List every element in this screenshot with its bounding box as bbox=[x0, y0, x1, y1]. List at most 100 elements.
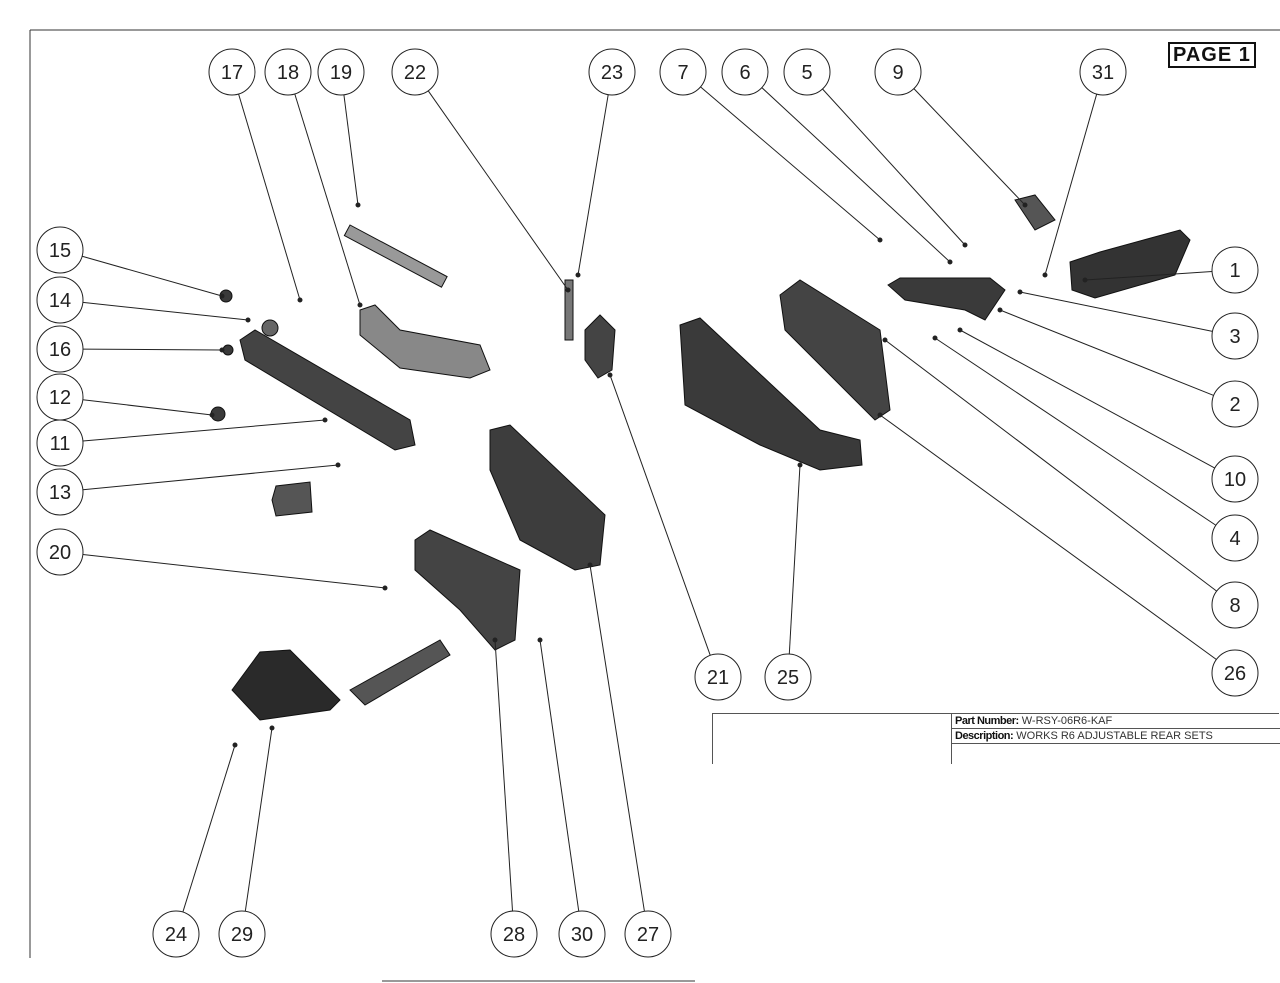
balloon-number: 15 bbox=[49, 240, 71, 262]
leader-line-10 bbox=[959, 329, 1216, 469]
balloon-number: 12 bbox=[49, 387, 71, 409]
leader-line-4 bbox=[934, 337, 1217, 526]
balloon-number: 23 bbox=[601, 62, 623, 84]
balloon-2: 2 bbox=[1211, 380, 1259, 428]
shift-lever-part-11 bbox=[239, 329, 416, 451]
balloon-24: 24 bbox=[152, 910, 200, 958]
balloon-number: 6 bbox=[739, 62, 750, 84]
balloon-20: 20 bbox=[36, 528, 84, 576]
balloon-number: 19 bbox=[330, 62, 352, 84]
part-number-label: Part Number: bbox=[955, 715, 1019, 727]
leader-arrow-2 bbox=[997, 307, 1003, 313]
balloon-number: 20 bbox=[49, 542, 71, 564]
balloon-number: 2 bbox=[1229, 394, 1240, 416]
balloon-28: 28 bbox=[490, 910, 538, 958]
leader-arrow-21 bbox=[607, 372, 613, 378]
balloon-circle bbox=[874, 48, 922, 96]
balloon-number: 29 bbox=[231, 924, 253, 946]
page-label: PAGE 1 bbox=[1168, 42, 1256, 68]
balloon-circle bbox=[391, 48, 439, 96]
leader-arrow-28 bbox=[492, 637, 498, 643]
balloon-number: 9 bbox=[892, 62, 903, 84]
balloon-number: 26 bbox=[1224, 663, 1246, 685]
balloon-number: 25 bbox=[777, 667, 799, 689]
balloon-13: 13 bbox=[36, 468, 84, 516]
balloon-number: 21 bbox=[707, 667, 729, 689]
leader-line-24 bbox=[182, 744, 236, 913]
balloon-7: 7 bbox=[659, 48, 707, 96]
balloon-number: 11 bbox=[50, 433, 71, 455]
balloon-number: 24 bbox=[165, 924, 187, 946]
leader-line-19 bbox=[343, 94, 359, 206]
leader-arrow-23 bbox=[575, 272, 581, 278]
leader-arrow-14 bbox=[245, 317, 251, 323]
balloon-circle bbox=[36, 226, 84, 274]
leader-arrow-25 bbox=[797, 462, 803, 468]
balloon-circle bbox=[624, 910, 672, 958]
balloon-circle bbox=[208, 48, 256, 96]
leader-line-21 bbox=[609, 374, 711, 656]
balloon-number: 5 bbox=[801, 62, 812, 84]
leader-arrow-30 bbox=[537, 637, 543, 643]
leader-arrow-17 bbox=[297, 297, 303, 303]
footpeg-rubber bbox=[349, 639, 451, 706]
leader-line-3 bbox=[1019, 291, 1213, 332]
rod-end-part-22 bbox=[564, 279, 574, 341]
balloon-19: 19 bbox=[317, 48, 365, 96]
balloon-3: 3 bbox=[1211, 312, 1259, 360]
balloon-circle bbox=[36, 528, 84, 576]
leader-arrow-31 bbox=[1042, 272, 1048, 278]
balloon-1: 1 bbox=[1211, 246, 1259, 294]
footpeg-part-1 bbox=[1069, 229, 1191, 299]
leader-arrow-10 bbox=[957, 327, 963, 333]
balloon-number: 1 bbox=[1229, 260, 1240, 282]
leader-arrow-9 bbox=[1022, 202, 1028, 208]
balloon-5: 5 bbox=[783, 48, 831, 96]
leader-line-5 bbox=[822, 88, 966, 246]
leader-line-28 bbox=[494, 639, 514, 912]
balloon-22: 22 bbox=[391, 48, 439, 96]
pivot-bolt-part-19 bbox=[343, 224, 448, 288]
leader-line-22 bbox=[427, 90, 569, 291]
washer-part-14 bbox=[261, 319, 279, 337]
leader-line-14 bbox=[82, 301, 249, 321]
leader-arrow-3 bbox=[1017, 289, 1023, 295]
balloon-circle bbox=[36, 325, 84, 373]
balloon-circle bbox=[36, 276, 84, 324]
leader-arrow-27 bbox=[587, 562, 593, 568]
leader-line-15 bbox=[81, 255, 223, 297]
leader-line-11 bbox=[82, 419, 326, 442]
balloon-circle bbox=[721, 48, 769, 96]
leader-arrow-13 bbox=[335, 462, 341, 468]
balloon-number: 30 bbox=[571, 924, 593, 946]
balloon-17: 17 bbox=[208, 48, 256, 96]
balloon-circle bbox=[1211, 514, 1259, 562]
balloon-number: 4 bbox=[1229, 528, 1240, 550]
leader-arrow-6 bbox=[947, 259, 953, 265]
balloon-number: 13 bbox=[49, 482, 71, 504]
balloon-10: 10 bbox=[1211, 455, 1259, 503]
leader-arrow-16 bbox=[219, 347, 225, 353]
balloon-circle bbox=[694, 653, 742, 701]
leader-arrow-15 bbox=[219, 293, 225, 299]
leader-line-1 bbox=[1084, 271, 1213, 281]
balloon-circle bbox=[317, 48, 365, 96]
balloon-29: 29 bbox=[218, 910, 266, 958]
hanger-part-28 bbox=[414, 529, 521, 651]
balloon-number: 17 bbox=[221, 62, 243, 84]
balloon-circle bbox=[1079, 48, 1127, 96]
balloon-number: 28 bbox=[503, 924, 525, 946]
leader-arrow-1 bbox=[1082, 277, 1088, 283]
balloon-11: 11 bbox=[36, 419, 84, 467]
description-row: Description: WORKS R6 ADJUSTABLE REAR SE… bbox=[952, 729, 1280, 744]
hanger-plate-part-25 bbox=[679, 317, 863, 471]
leader-line-16 bbox=[82, 348, 223, 351]
balloon-number: 7 bbox=[677, 62, 688, 84]
balloon-circle bbox=[152, 910, 200, 958]
leader-line-27 bbox=[589, 564, 645, 912]
leader-line-23 bbox=[577, 94, 609, 276]
leader-arrow-24 bbox=[232, 742, 238, 748]
leader-line-29 bbox=[244, 727, 273, 912]
leader-arrow-18 bbox=[357, 302, 363, 308]
balloon-12: 12 bbox=[36, 373, 84, 421]
